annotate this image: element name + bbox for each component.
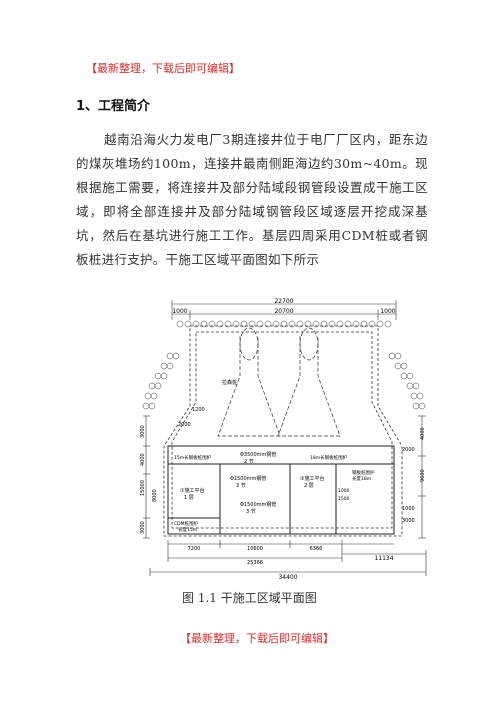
pipe-shapes bbox=[217, 327, 341, 437]
dim-mid2: 1500 bbox=[338, 496, 350, 502]
dim-mid: 1000 bbox=[338, 488, 350, 494]
steel-sheet2-label: 18m长钢板桩围护 bbox=[310, 454, 348, 461]
pile-label: 拉森桩 bbox=[222, 379, 237, 386]
dim-bottom-0: 7200 bbox=[188, 546, 201, 552]
top-dimensions bbox=[171, 300, 397, 320]
dim-left-0: 3000 bbox=[140, 425, 146, 438]
bottom-dimensions bbox=[149, 540, 427, 576]
dim-inner-2000: 2000 bbox=[178, 422, 191, 428]
cdm-right-label: 钢板桩围护 bbox=[352, 469, 375, 476]
dim-left-4: 3000 bbox=[140, 521, 146, 534]
pipe2-sub: 3 节 bbox=[236, 483, 246, 489]
pipe2-label: Φ1500mm钢管 bbox=[230, 475, 266, 482]
dim-left-3: 8000 bbox=[152, 489, 158, 502]
pile-bands bbox=[142, 352, 426, 410]
intro-paragraph: 越南沿海火力发电厂3期连接井位于电厂厂区内，距东边的煤灰堆场约100m，连接井最… bbox=[76, 132, 428, 267]
pipe3-label: Φ1500mm钢管 bbox=[240, 501, 276, 508]
dim-bottom-3: 11134 bbox=[374, 555, 393, 562]
pipe1-label: Φ3500mm钢管 bbox=[240, 451, 276, 458]
dim-top-left: 1000 bbox=[172, 308, 187, 315]
cdm-right-sub: 长度18m bbox=[352, 475, 371, 482]
dim-top-total: 22700 bbox=[274, 298, 293, 305]
zone1-label: ①施工平台 bbox=[180, 487, 204, 494]
left-dimensions bbox=[143, 415, 150, 539]
dim-top-mid: 20700 bbox=[274, 308, 293, 315]
dim-bottom-1: 10600 bbox=[247, 546, 263, 552]
figure-caption: 图 1.1 干施工区域平面图 bbox=[182, 591, 317, 605]
inner-dashed-enclosure bbox=[163, 325, 403, 537]
zone3-label: ③施工平台 bbox=[300, 475, 324, 482]
pipe1-sub: 2 节 bbox=[244, 459, 254, 465]
cdm-sub: 长度15m bbox=[178, 526, 197, 533]
dim-right-4: 3000 bbox=[402, 518, 415, 524]
right-dimensions bbox=[418, 415, 426, 539]
dim-right-3: 1000 bbox=[402, 506, 415, 512]
dim-inner-1200: 1200 bbox=[192, 407, 205, 413]
header-note: 【最新整理，下载后即可编辑】 bbox=[86, 62, 240, 75]
dim-right-0: 2000 bbox=[402, 447, 415, 453]
pipe3-sub: 3 节 bbox=[246, 509, 256, 515]
work-area-frame bbox=[167, 445, 395, 535]
dim-bottom-5: 34400 bbox=[278, 574, 297, 581]
steel-sheet-label: 15m长钢板桩围护 bbox=[174, 454, 212, 461]
section-title: 1、工程简介 bbox=[76, 99, 151, 114]
dim-bottom-4: 25366 bbox=[247, 560, 263, 566]
pile-top-row bbox=[176, 320, 392, 328]
dim-left-1: 4000 bbox=[140, 453, 146, 466]
site-plan-svg: 22700 1000 20700 1000 bbox=[140, 298, 427, 581]
dim-right-2: 9600 bbox=[420, 469, 426, 482]
dim-bottom-2: 6366 bbox=[310, 546, 323, 552]
zone1-sub: 1 层 bbox=[184, 495, 194, 501]
cdm-label: CDM桩围护 bbox=[174, 520, 198, 527]
zone3-sub: 2 层 bbox=[304, 483, 314, 489]
dim-left-2: 15000 bbox=[140, 480, 146, 496]
dim-right-1: 4000 bbox=[420, 427, 426, 440]
footer-note: 【最新整理，下载后即可编辑】 bbox=[180, 632, 334, 645]
dim-top-right: 1000 bbox=[380, 308, 395, 315]
site-plan-drawing: 22700 1000 20700 1000 bbox=[140, 296, 428, 582]
